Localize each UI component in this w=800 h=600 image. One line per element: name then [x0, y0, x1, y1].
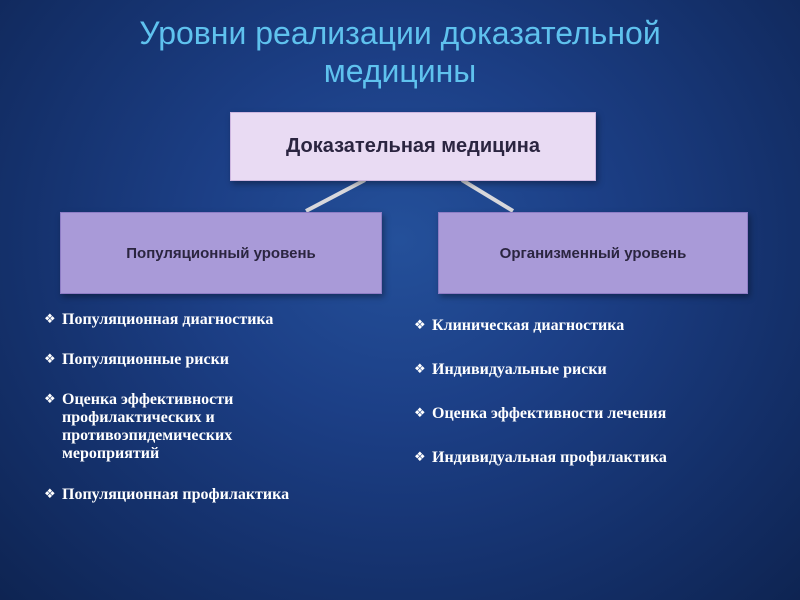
- list-item-text-line-1: Оценка эффективности: [62, 391, 234, 408]
- list-item-text: Популяционная диагностика: [62, 311, 274, 328]
- list-item-text: Популяционные риски: [62, 351, 230, 368]
- level-box-population-label: Популяционный уровень: [126, 244, 316, 262]
- list-item: ❖ Популяционные риски: [44, 351, 389, 369]
- level-box-population: Популяционный уровень: [60, 212, 382, 294]
- list-item-text: Клиническая диагностика: [432, 317, 625, 334]
- list-item: ❖ Индивидуальная профилактика: [414, 449, 794, 467]
- diamond-bullet-icon: ❖: [414, 450, 426, 465]
- connector-left: [305, 178, 366, 213]
- list-item-text: Индивидуальные риски: [432, 361, 607, 378]
- diamond-bullet-icon: ❖: [44, 487, 56, 502]
- list-item: ❖ Оценка эффективности лечения: [414, 405, 794, 423]
- level-box-organism-label: Организменный уровень: [499, 244, 687, 262]
- list-item-text: Оценка эффективности лечения: [432, 405, 667, 422]
- diamond-bullet-icon: ❖: [44, 352, 56, 367]
- list-item: ❖ Популяционная профилактика: [44, 486, 389, 504]
- list-item: ❖ Клиническая диагностика: [414, 317, 794, 335]
- list-item-text-line-3: противоэпидемических: [62, 427, 233, 444]
- list-item: ❖ Популяционная диагностика: [44, 311, 389, 329]
- root-box-evidence-medicine: Доказательная медицина: [230, 112, 596, 181]
- list-item-text-line-2: профилактических и: [62, 409, 215, 426]
- diamond-bullet-icon: ❖: [44, 312, 56, 327]
- diamond-bullet-icon: ❖: [414, 362, 426, 377]
- slide-title-line-1: Уровни реализации доказательной: [139, 15, 661, 51]
- list-item: ❖ Индивидуальные риски: [414, 361, 794, 379]
- population-list: ❖ Популяционная диагностика ❖ Популяцион…: [44, 311, 389, 526]
- root-box-label: Доказательная медицина: [286, 135, 540, 157]
- connector-right: [460, 178, 515, 213]
- level-box-organism: Организменный уровень: [438, 212, 748, 294]
- slide-title: Уровни реализации доказательной медицины: [40, 14, 760, 90]
- list-item-text-line-4: мероприятий: [62, 445, 160, 462]
- list-item-text: Индивидуальная профилактика: [432, 449, 667, 466]
- diamond-bullet-icon: ❖: [414, 406, 426, 421]
- organism-list: ❖ Клиническая диагностика ❖ Индивидуальн…: [414, 317, 794, 493]
- list-item: ❖ Оценка эффективности профилактических …: [44, 391, 389, 463]
- list-item-text: Популяционная профилактика: [62, 486, 290, 503]
- slide-title-line-2: медицины: [323, 53, 477, 89]
- diamond-bullet-icon: ❖: [414, 318, 426, 333]
- diamond-bullet-icon: ❖: [44, 392, 56, 407]
